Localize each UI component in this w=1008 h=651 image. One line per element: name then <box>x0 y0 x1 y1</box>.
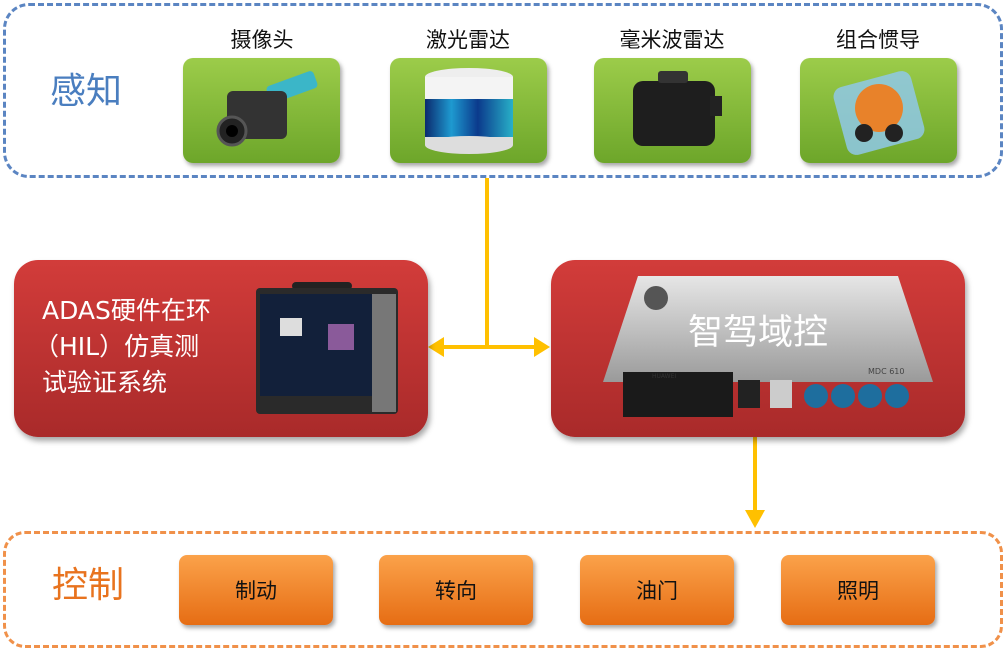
lidar-icon <box>424 68 513 154</box>
camera-icon <box>216 70 317 146</box>
actuator-steering: 转向 <box>379 555 533 625</box>
domain-controller-icon <box>603 276 933 417</box>
perception-group <box>3 3 1003 178</box>
brand-label: HUAWEI <box>652 373 677 380</box>
control-label: 控制 <box>52 565 125 606</box>
domain-controller-label: 智驾域控 <box>688 313 829 353</box>
actuator-lighting: 照明 <box>781 555 935 625</box>
sensor-title-lidar: 激光雷达 <box>426 28 510 52</box>
sensor-title-ins: 组合惯导 <box>836 28 920 52</box>
sensor-tile-radar <box>594 58 751 163</box>
arrowhead-right-icon <box>534 337 550 357</box>
sensor-tile-lidar <box>390 58 547 163</box>
sensor-tile-ins <box>800 58 957 163</box>
perception-label: 感知 <box>50 71 123 112</box>
hil-line-3: 试验证系统 <box>42 368 168 397</box>
sensor-title-radar: 毫米波雷达 <box>619 28 725 52</box>
actuator-throttle: 油门 <box>580 555 734 625</box>
hil-system-label: ADAS硬件在环 （HIL）仿真测 试验证系统 <box>34 293 252 401</box>
hil-line-1: ADAS硬件在环 <box>42 296 211 325</box>
control-group <box>3 531 1003 648</box>
arrowhead-left-icon <box>428 337 444 357</box>
actuator-brake: 制动 <box>179 555 333 625</box>
sensor-tile-camera <box>183 58 340 163</box>
ins-icon <box>833 71 924 155</box>
model-label: MDC 610 <box>868 367 905 376</box>
radar-icon <box>632 70 722 146</box>
arrowhead-down-icon <box>745 510 765 528</box>
connector-perception <box>485 178 489 348</box>
connector-control <box>753 437 757 513</box>
hil-line-2: （HIL）仿真测 <box>34 332 200 361</box>
sensor-title-camera: 摄像头 <box>230 28 294 52</box>
hil-device-icon <box>256 282 398 414</box>
connector-horizontal <box>442 345 536 349</box>
